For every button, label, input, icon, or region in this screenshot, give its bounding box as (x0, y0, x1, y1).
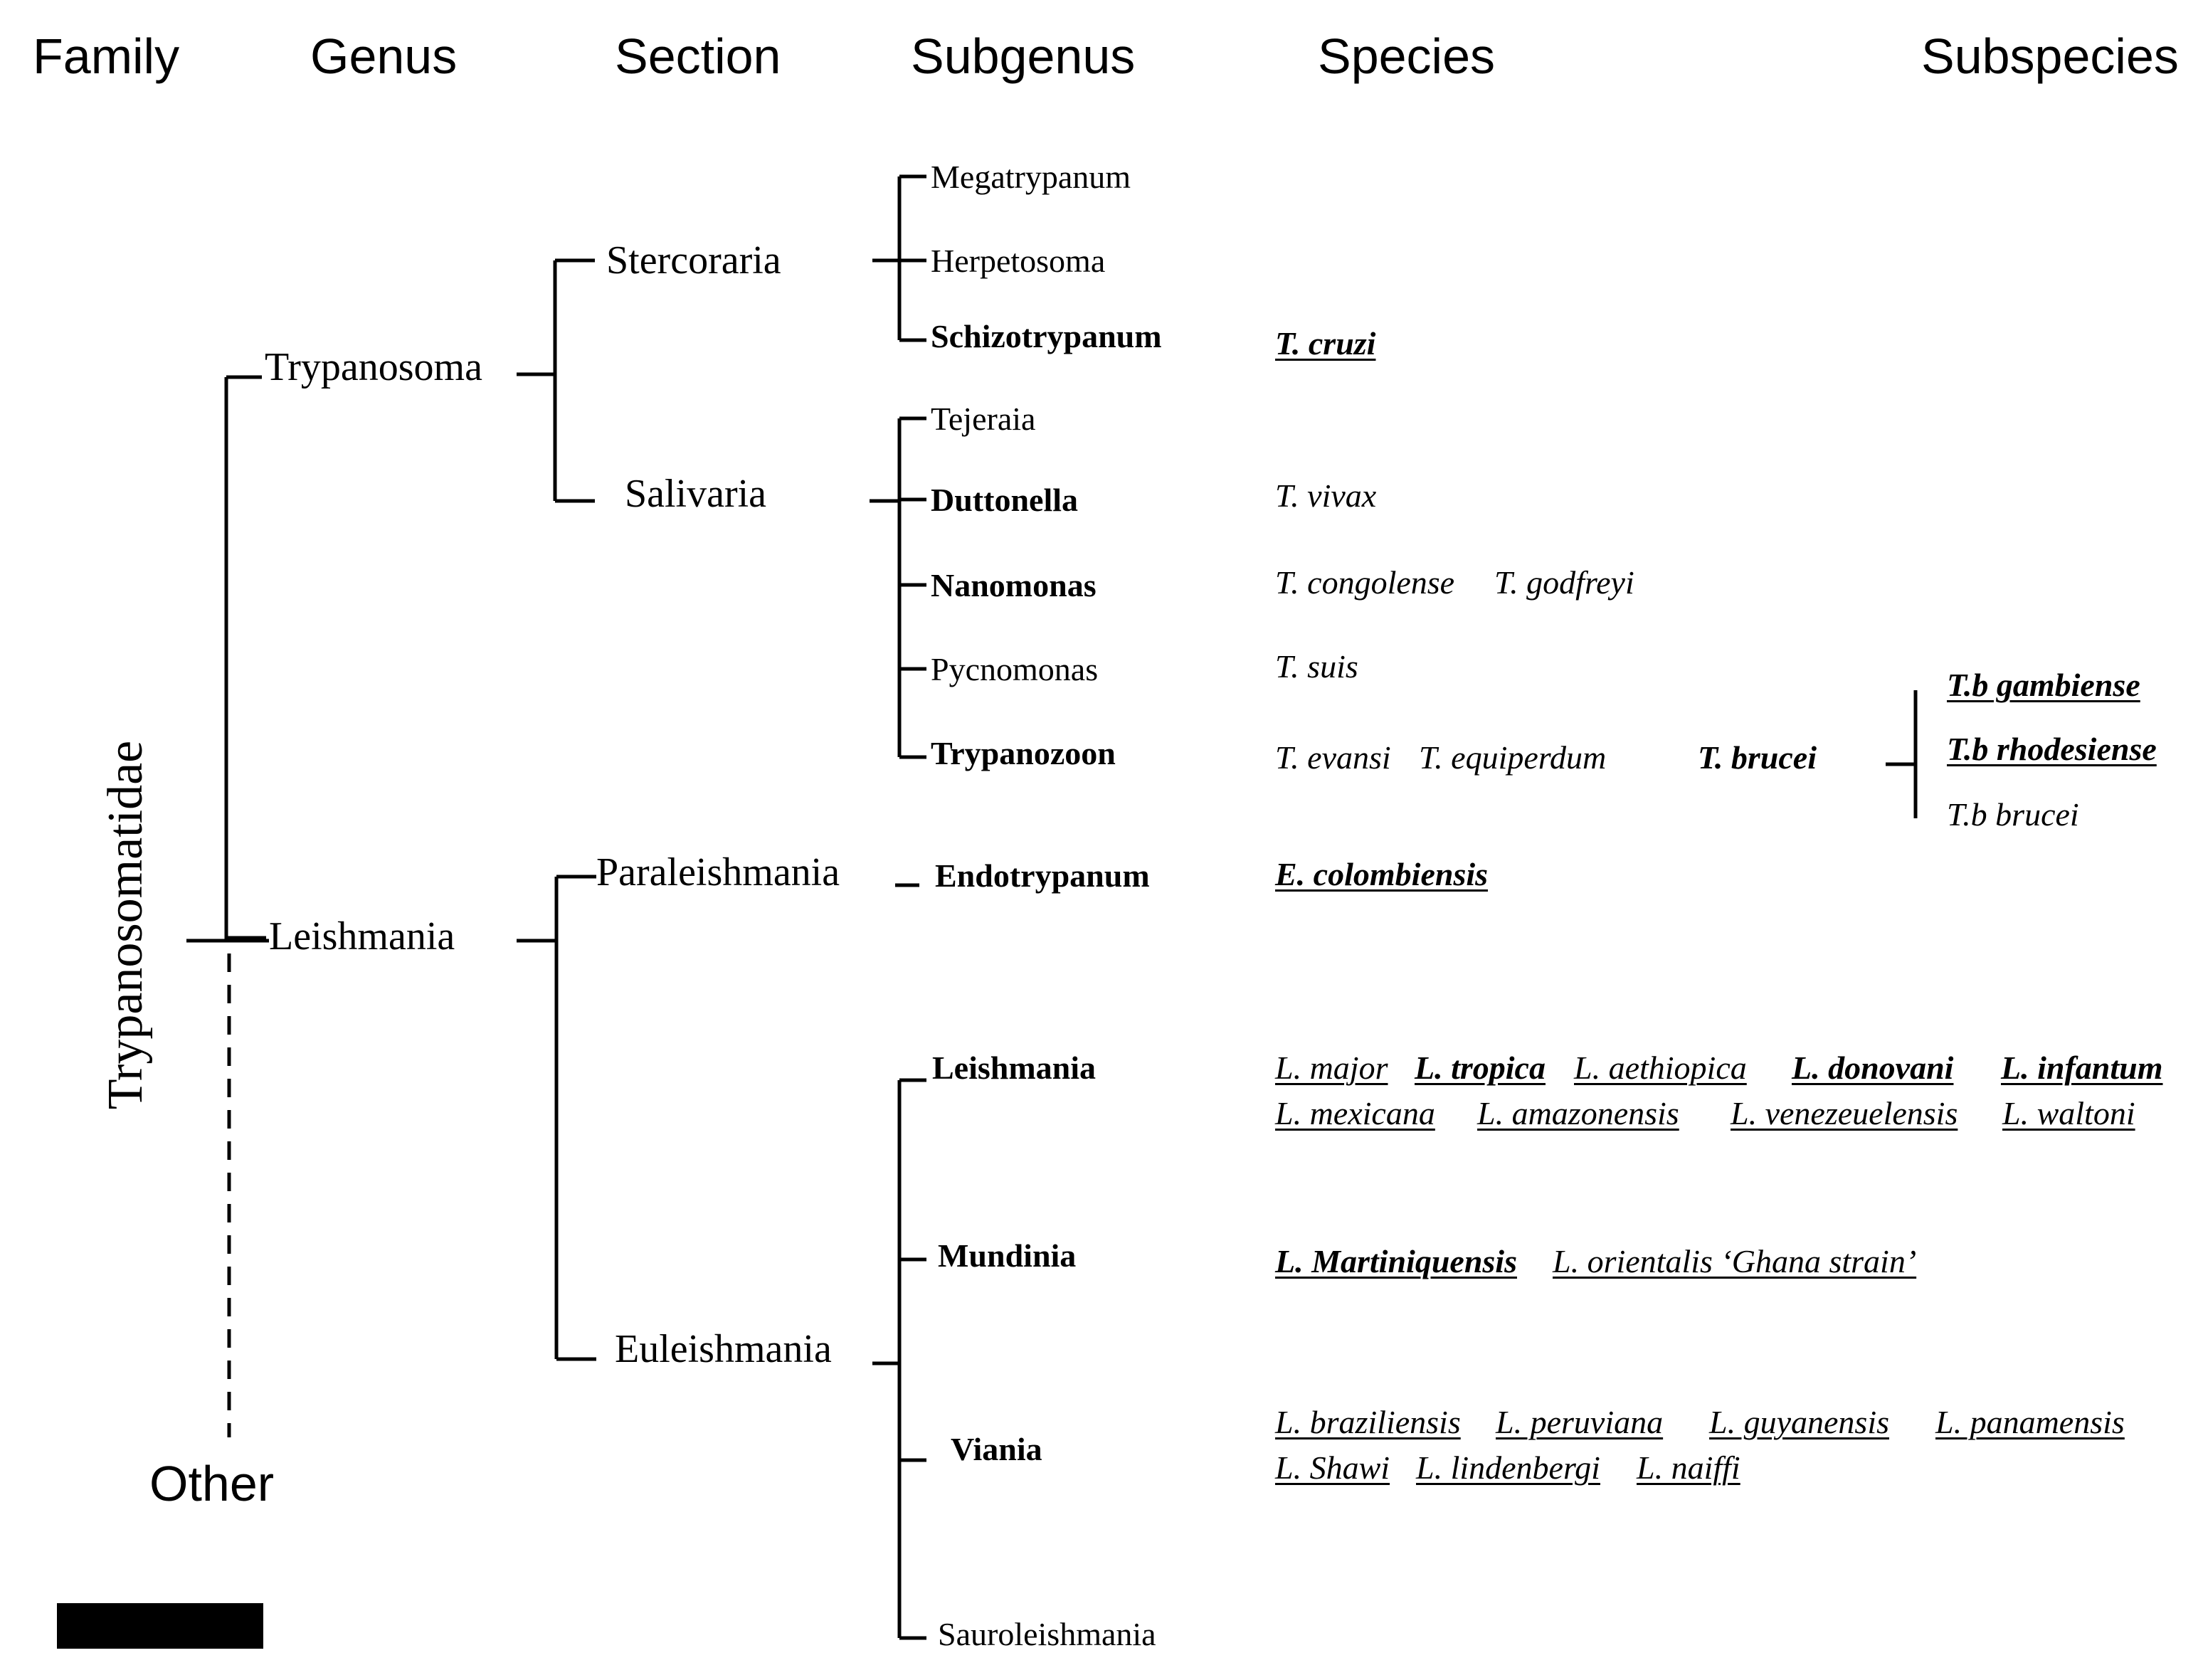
species-l-guyanensis: L. guyanensis (1709, 1404, 1889, 1440)
scale-bar (57, 1603, 263, 1649)
subgenus-duttonella: Duttonella (931, 482, 1078, 518)
species-l-peruviana: L. peruviana (1496, 1404, 1664, 1440)
species-l-shawi: L. Shawi (1275, 1449, 1390, 1486)
species-l-naiffi: L. naiffi (1637, 1449, 1740, 1486)
species-l-tropica: L. tropica (1415, 1050, 1546, 1086)
species-t-brucei: T. brucei (1698, 739, 1817, 776)
subgenus-sauroleishmania: Sauroleishmania (938, 1616, 1156, 1652)
subgenus-megatrypanum: Megatrypanum (931, 159, 1131, 195)
family-other: Other (149, 1456, 275, 1511)
section-euleishmania: Euleishmania (615, 1327, 832, 1371)
leishmania-sections-bracket (554, 875, 596, 1361)
species-l-lindenbergi: L. lindenbergi (1416, 1449, 1600, 1486)
species-t-suis: T. suis (1275, 648, 1358, 685)
species-l-major: L. major (1275, 1050, 1388, 1086)
species-t-vivax: T. vivax (1275, 477, 1377, 514)
subgenus-nanomonas: Nanomonas (931, 567, 1097, 603)
species-l-panamensis: L. panamensis (1935, 1404, 2125, 1440)
genus-trypanosoma: Trypanosoma (265, 345, 482, 389)
family-trypanosomatidae: Trypanosomatidae (98, 740, 153, 1110)
section-paraleishmania: Paraleishmania (596, 850, 840, 894)
species-t-congolense: T. congolense (1275, 564, 1455, 601)
subgenus-tejeraia: Tejeraia (931, 401, 1036, 437)
subspecies-brucei: T.b brucei (1947, 796, 2079, 833)
species-e-colombiensis: E. colombiensis (1275, 856, 1489, 892)
subgenus-leishmania: Leishmania (932, 1050, 1097, 1086)
subgenus-viania: Viania (951, 1431, 1042, 1467)
genus-spine (224, 375, 266, 941)
section-stercoraria: Stercoraria (606, 238, 781, 282)
species-l-venezeuelensis: L. venezeuelensis (1731, 1095, 1958, 1131)
header-family: Family (33, 28, 180, 84)
subgenus-endotrypanum: Endotrypanum (935, 857, 1150, 894)
subgenus-herpetosoma: Herpetosoma (931, 243, 1106, 279)
subspecies-rhodesiense: T.b rhodesiense (1947, 731, 2157, 767)
species-l-amazonensis: L. amazonensis (1477, 1095, 1679, 1131)
salivaria-subgenera-bracket (897, 416, 926, 759)
species-l-mexicana: L. mexicana (1275, 1095, 1435, 1131)
species-t-equiperdum: T. equiperdum (1419, 739, 1607, 776)
trypanosoma-sections-bracket (553, 258, 595, 503)
species-t-godfreyi: T. godfreyi (1494, 564, 1634, 601)
species-l-donovani: L. donovani (1792, 1050, 1954, 1086)
section-salivaria: Salivaria (625, 472, 767, 516)
species-l-aethiopica: L. aethiopica (1574, 1050, 1747, 1086)
genus-leishmania: Leishmania (269, 914, 455, 958)
header-subgenus: Subgenus (911, 28, 1136, 84)
species-l-martiniquensis: L. Martiniquensis (1275, 1243, 1517, 1279)
subgenus-pycnomonas: Pycnomonas (931, 651, 1099, 687)
subspecies-gambiense: T.b gambiense (1947, 667, 2140, 703)
species-l-orientalis: L. orientalis ‘Ghana strain’ (1553, 1243, 1917, 1279)
euleishmania-subgenera-bracket (897, 1078, 926, 1640)
stercoraria-subgenera-bracket (897, 174, 926, 342)
species-l-braziliensis: L. braziliensis (1275, 1404, 1461, 1440)
species-t-evansi: T. evansi (1275, 739, 1391, 776)
subgenus-trypanozoon: Trypanozoon (931, 735, 1116, 771)
header-section: Section (615, 28, 781, 84)
header-species: Species (1318, 28, 1496, 84)
species-l-waltoni: L. waltoni (2002, 1095, 2135, 1131)
header-subspecies: Subspecies (1921, 28, 2179, 84)
species-t-cruzi: T. cruzi (1275, 325, 1376, 361)
subgenus-schizotrypanum: Schizotrypanum (931, 318, 1162, 354)
subgenus-mundinia: Mundinia (938, 1237, 1077, 1274)
header-genus: Genus (310, 28, 458, 84)
species-l-infantum: L. infantum (2001, 1050, 2163, 1086)
